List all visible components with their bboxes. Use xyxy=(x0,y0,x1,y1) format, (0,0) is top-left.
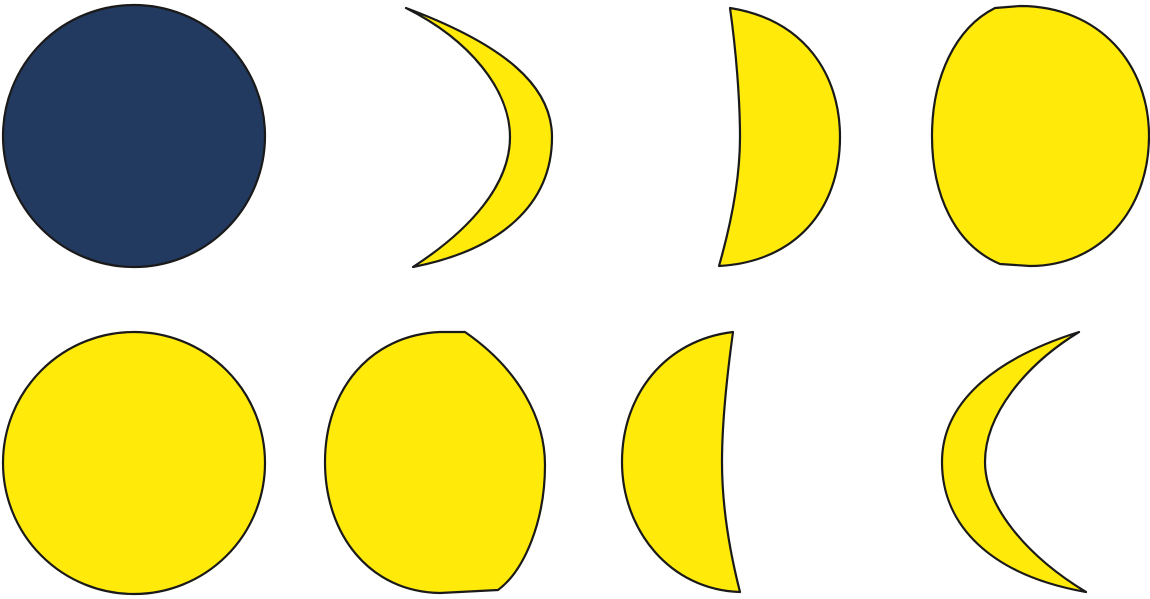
new-moon-icon xyxy=(3,5,265,267)
waxing-gibbous-icon xyxy=(932,6,1149,266)
full-moon-icon xyxy=(3,332,265,594)
